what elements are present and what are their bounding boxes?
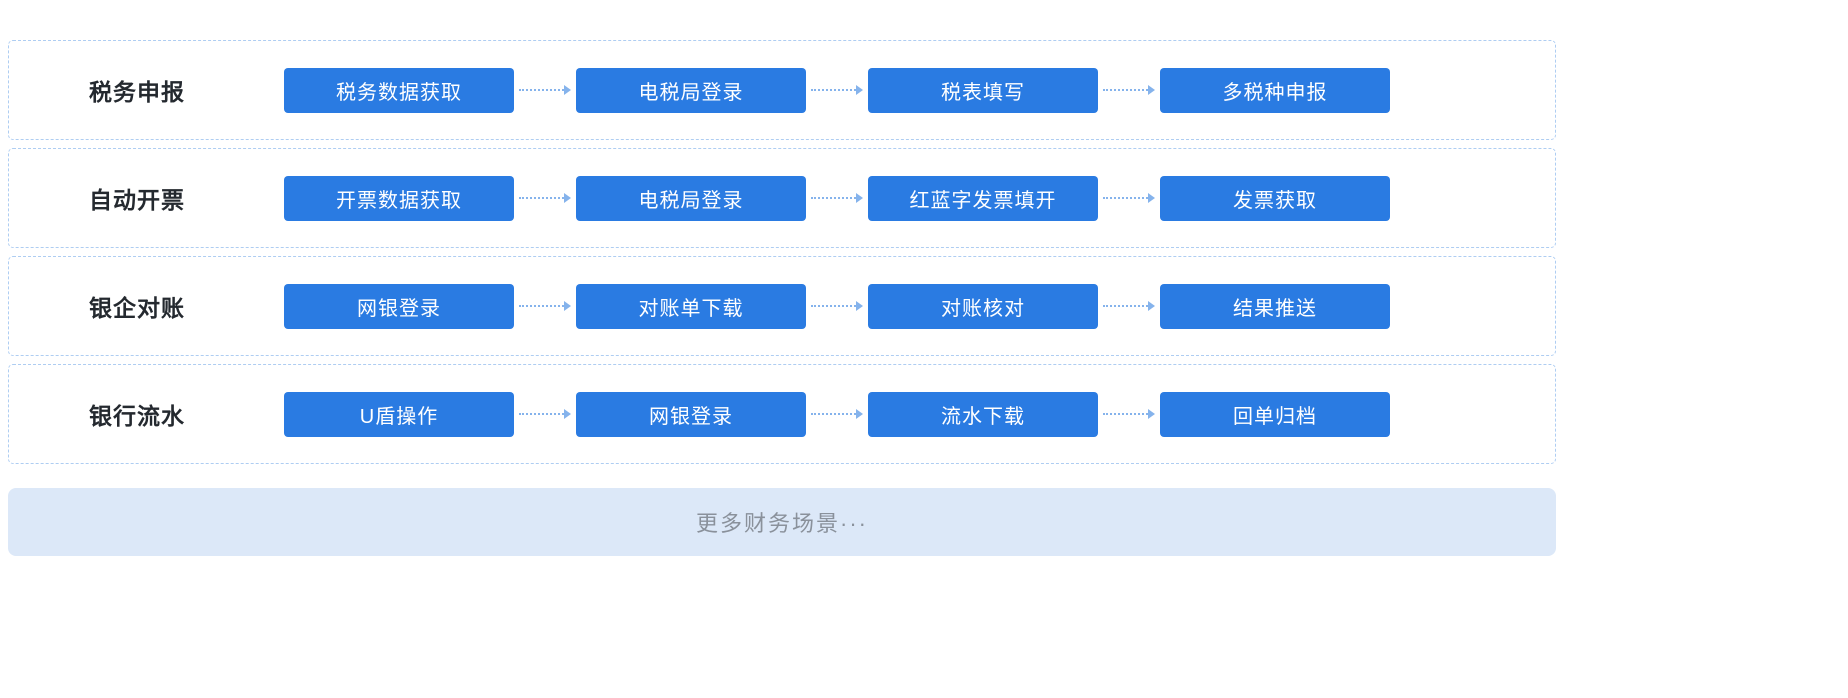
step-button[interactable]: 结果推送 xyxy=(1160,283,1390,329)
steps-track: U盾操作 网银登录 流水下载 回单归档 xyxy=(284,391,1390,437)
step-button[interactable]: 税表填写 xyxy=(868,67,1098,113)
row-label: 银行流水 xyxy=(89,403,185,429)
step-button[interactable]: 回单归档 xyxy=(1160,391,1390,437)
arrow-right-icon xyxy=(514,301,576,311)
arrow-right-icon xyxy=(806,301,868,311)
step-button[interactable]: 流水下载 xyxy=(868,391,1098,437)
more-scenarios-label: 更多财务场景··· xyxy=(696,511,868,536)
row-label: 税务申报 xyxy=(89,79,185,105)
step-button[interactable]: U盾操作 xyxy=(284,391,514,437)
arrow-right-icon xyxy=(514,193,576,203)
step-button[interactable]: 对账核对 xyxy=(868,283,1098,329)
arrow-right-icon xyxy=(806,193,868,203)
steps-track: 税务数据获取 电税局登录 税表填写 多税种申报 xyxy=(284,67,1390,113)
step-button[interactable]: 开票数据获取 xyxy=(284,175,514,221)
arrow-right-icon xyxy=(806,85,868,95)
step-button[interactable]: 网银登录 xyxy=(284,283,514,329)
arrow-right-icon xyxy=(514,85,576,95)
flow-row-auto-invoicing: 自动开票 开票数据获取 电税局登录 红蓝字发票填开 发票获取 xyxy=(8,148,1556,248)
step-button[interactable]: 发票获取 xyxy=(1160,175,1390,221)
arrow-right-icon xyxy=(1098,409,1160,419)
row-label: 银企对账 xyxy=(89,295,185,321)
flow-row-tax-filing: 税务申报 税务数据获取 电税局登录 税表填写 多税种申报 xyxy=(8,40,1556,140)
arrow-right-icon xyxy=(1098,301,1160,311)
step-button[interactable]: 电税局登录 xyxy=(576,175,806,221)
step-button[interactable]: 多税种申报 xyxy=(1160,67,1390,113)
step-button[interactable]: 红蓝字发票填开 xyxy=(868,175,1098,221)
steps-track: 网银登录 对账单下载 对账核对 结果推送 xyxy=(284,283,1390,329)
arrow-right-icon xyxy=(1098,193,1160,203)
flow-row-bank-reconciliation: 银企对账 网银登录 对账单下载 对账核对 结果推送 xyxy=(8,256,1556,356)
arrow-right-icon xyxy=(1098,85,1160,95)
arrow-right-icon xyxy=(514,409,576,419)
flow-row-bank-statement: 银行流水 U盾操作 网银登录 流水下载 回单归档 xyxy=(8,364,1556,464)
step-button[interactable]: 网银登录 xyxy=(576,391,806,437)
arrow-right-icon xyxy=(806,409,868,419)
steps-track: 开票数据获取 电税局登录 红蓝字发票填开 发票获取 xyxy=(284,175,1390,221)
step-button[interactable]: 对账单下载 xyxy=(576,283,806,329)
row-label: 自动开票 xyxy=(89,187,185,213)
more-scenarios-bar[interactable]: 更多财务场景··· xyxy=(8,488,1556,556)
step-button[interactable]: 电税局登录 xyxy=(576,67,806,113)
step-button[interactable]: 税务数据获取 xyxy=(284,67,514,113)
